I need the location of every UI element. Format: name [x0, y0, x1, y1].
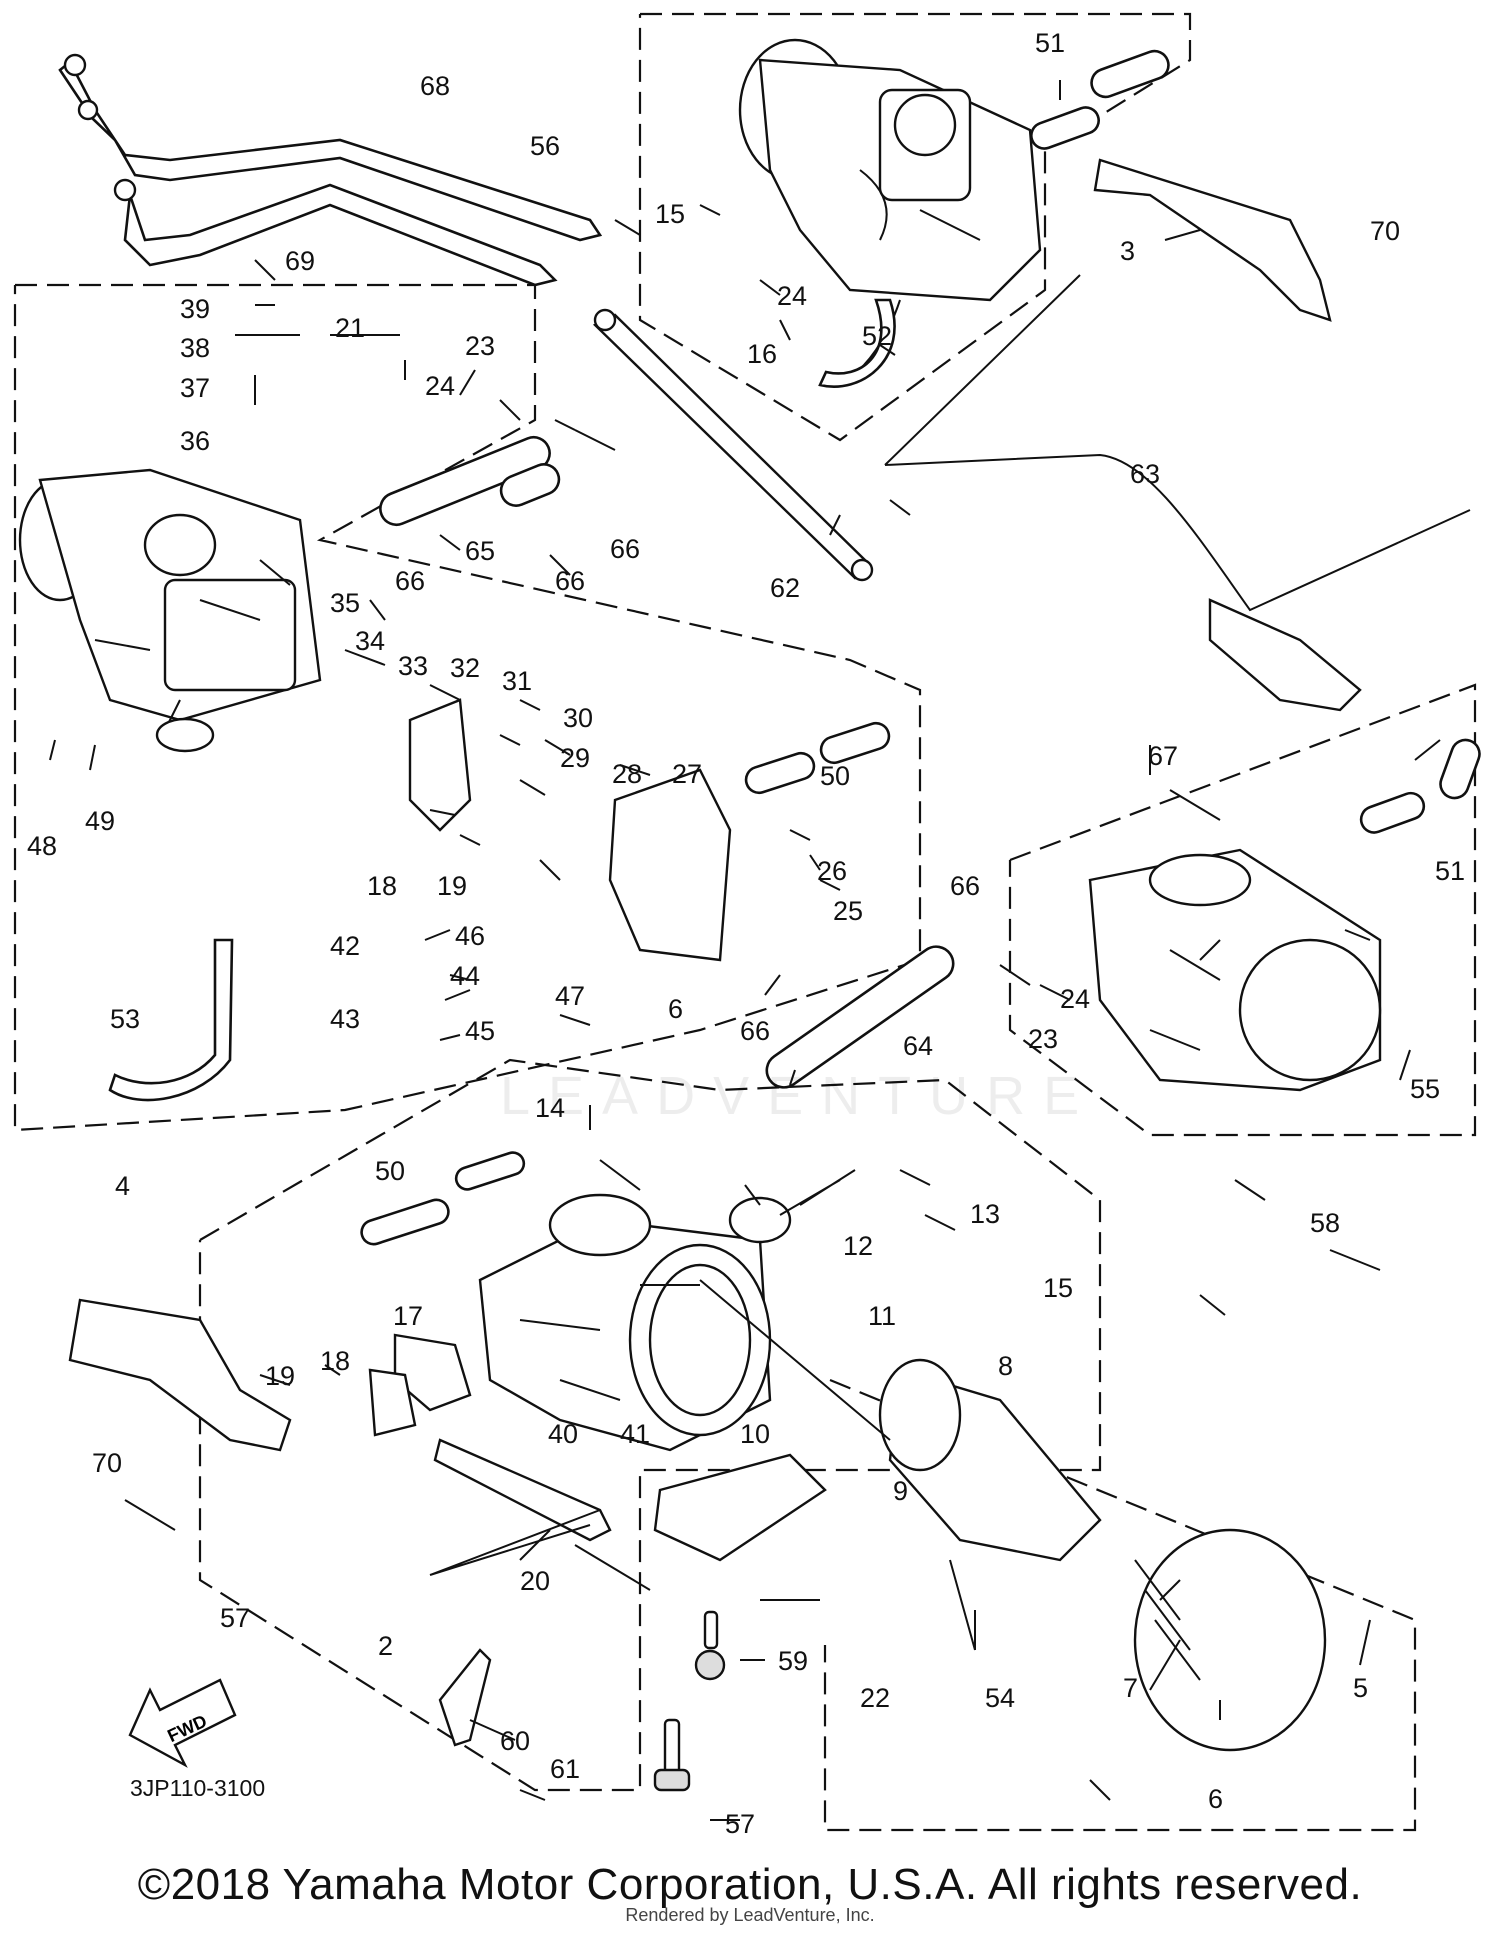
watermark: LEADVENTURE	[500, 1066, 1098, 1126]
callout-2: 2	[378, 1631, 393, 1661]
callout-62: 62	[770, 573, 800, 603]
callout-51: 51	[1035, 28, 1065, 58]
part-labels: 2 3 4 5 6 6 6 7 8 9 10 11 12 13 14 15 15…	[27, 28, 1465, 1839]
callout-41: 41	[620, 1419, 650, 1449]
callout-23b: 23	[1028, 1024, 1058, 1054]
callout-66b: 66	[555, 566, 585, 596]
callout-24c: 24	[1060, 984, 1090, 1014]
callout-58: 58	[1310, 1208, 1340, 1238]
callout-61: 61	[550, 1754, 580, 1784]
assembly-boundaries	[13, 12, 1477, 1832]
callout-59: 59	[778, 1646, 808, 1676]
copyright-notice: ©2018 Yamaha Motor Corporation, U.S.A. A…	[137, 1860, 1363, 1909]
callout-42: 42	[330, 931, 360, 961]
callout-47: 47	[555, 981, 585, 1011]
callout-24: 24	[425, 371, 455, 401]
callout-57b: 57	[725, 1809, 755, 1839]
callout-66: 66	[610, 534, 640, 564]
callout-29: 29	[560, 743, 590, 773]
callout-66c: 66	[395, 566, 425, 596]
callout-38: 38	[180, 333, 210, 363]
callout-45: 45	[465, 1016, 495, 1046]
callout-50b: 50	[375, 1156, 405, 1186]
callout-63: 63	[1130, 459, 1160, 489]
callout-44: 44	[450, 961, 480, 991]
callout-40: 40	[548, 1419, 578, 1449]
callout-50: 50	[820, 761, 850, 791]
callout-60: 60	[500, 1726, 530, 1756]
carburetor-top-right	[738, 38, 1042, 388]
fwd-arrow: FWD	[128, 1678, 237, 1768]
callout-48: 48	[27, 831, 57, 861]
callout-5: 5	[1353, 1673, 1368, 1703]
callout-67: 67	[1148, 741, 1178, 771]
callout-53: 53	[110, 1004, 140, 1034]
callout-54: 54	[985, 1683, 1015, 1713]
callout-31: 31	[502, 666, 532, 696]
callout-43: 43	[330, 1004, 360, 1034]
callout-49: 49	[85, 806, 115, 836]
callout-21: 21	[335, 313, 365, 343]
callout-52: 52	[862, 321, 892, 351]
callout-30: 30	[563, 703, 593, 733]
callout-28: 28	[612, 759, 642, 789]
callout-46: 46	[455, 921, 485, 951]
callout-57: 57	[220, 1603, 250, 1633]
callout-26: 26	[817, 856, 847, 886]
callout-22: 22	[860, 1683, 890, 1713]
callout-39: 39	[180, 294, 210, 324]
callout-64: 64	[903, 1031, 933, 1061]
carburetor-right	[1088, 848, 1382, 1092]
callout-56: 56	[530, 131, 560, 161]
callout-10: 10	[740, 1419, 770, 1449]
callout-12: 12	[843, 1231, 873, 1261]
callout-6b: 6	[1208, 1784, 1223, 1814]
callout-6: 6	[668, 994, 683, 1024]
callout-13: 13	[970, 1199, 1000, 1229]
callout-33: 33	[398, 651, 428, 681]
callout-70b: 70	[92, 1448, 122, 1478]
callout-9: 9	[893, 1476, 908, 1506]
callout-15: 15	[655, 199, 685, 229]
diagram-code: 3JP110-3100	[130, 1775, 266, 1801]
callout-69: 69	[285, 246, 315, 276]
callout-51b: 51	[1435, 856, 1465, 886]
callout-7: 7	[1123, 1673, 1138, 1703]
callout-18b: 18	[320, 1346, 350, 1376]
callout-8: 8	[998, 1351, 1013, 1381]
callout-34: 34	[355, 626, 385, 656]
callout-66d: 66	[950, 871, 980, 901]
callout-24b: 24	[777, 281, 807, 311]
callout-19b: 19	[265, 1361, 295, 1391]
callout-68: 68	[420, 71, 450, 101]
callout-32: 32	[450, 653, 480, 683]
loose-parts	[68, 49, 1481, 1792]
callout-65: 65	[465, 536, 495, 566]
callout-20: 20	[520, 1566, 550, 1596]
callout-18: 18	[367, 871, 397, 901]
callout-11: 11	[868, 1301, 896, 1331]
leader-lines	[49, 80, 1441, 1821]
callout-25: 25	[833, 896, 863, 926]
callout-55: 55	[1410, 1074, 1440, 1104]
callout-35: 35	[330, 588, 360, 618]
callout-19: 19	[437, 871, 467, 901]
callout-23: 23	[465, 331, 495, 361]
carburetor-left	[18, 468, 322, 753]
callout-66e: 66	[740, 1016, 770, 1046]
carburetor-bottom	[478, 1193, 772, 1452]
callout-3: 3	[1120, 236, 1135, 266]
fuel-hoses	[58, 53, 603, 287]
rendered-by-notice: Rendered by LeadVenture, Inc.	[625, 1905, 875, 1925]
callout-4: 4	[115, 1171, 130, 1201]
callout-16: 16	[747, 339, 777, 369]
callout-27: 27	[672, 759, 702, 789]
callout-15b: 15	[1043, 1273, 1073, 1303]
callout-37: 37	[180, 373, 210, 403]
callout-14: 14	[535, 1093, 565, 1123]
callout-17: 17	[393, 1301, 423, 1331]
callout-70: 70	[1370, 216, 1400, 246]
callout-36: 36	[180, 426, 210, 456]
